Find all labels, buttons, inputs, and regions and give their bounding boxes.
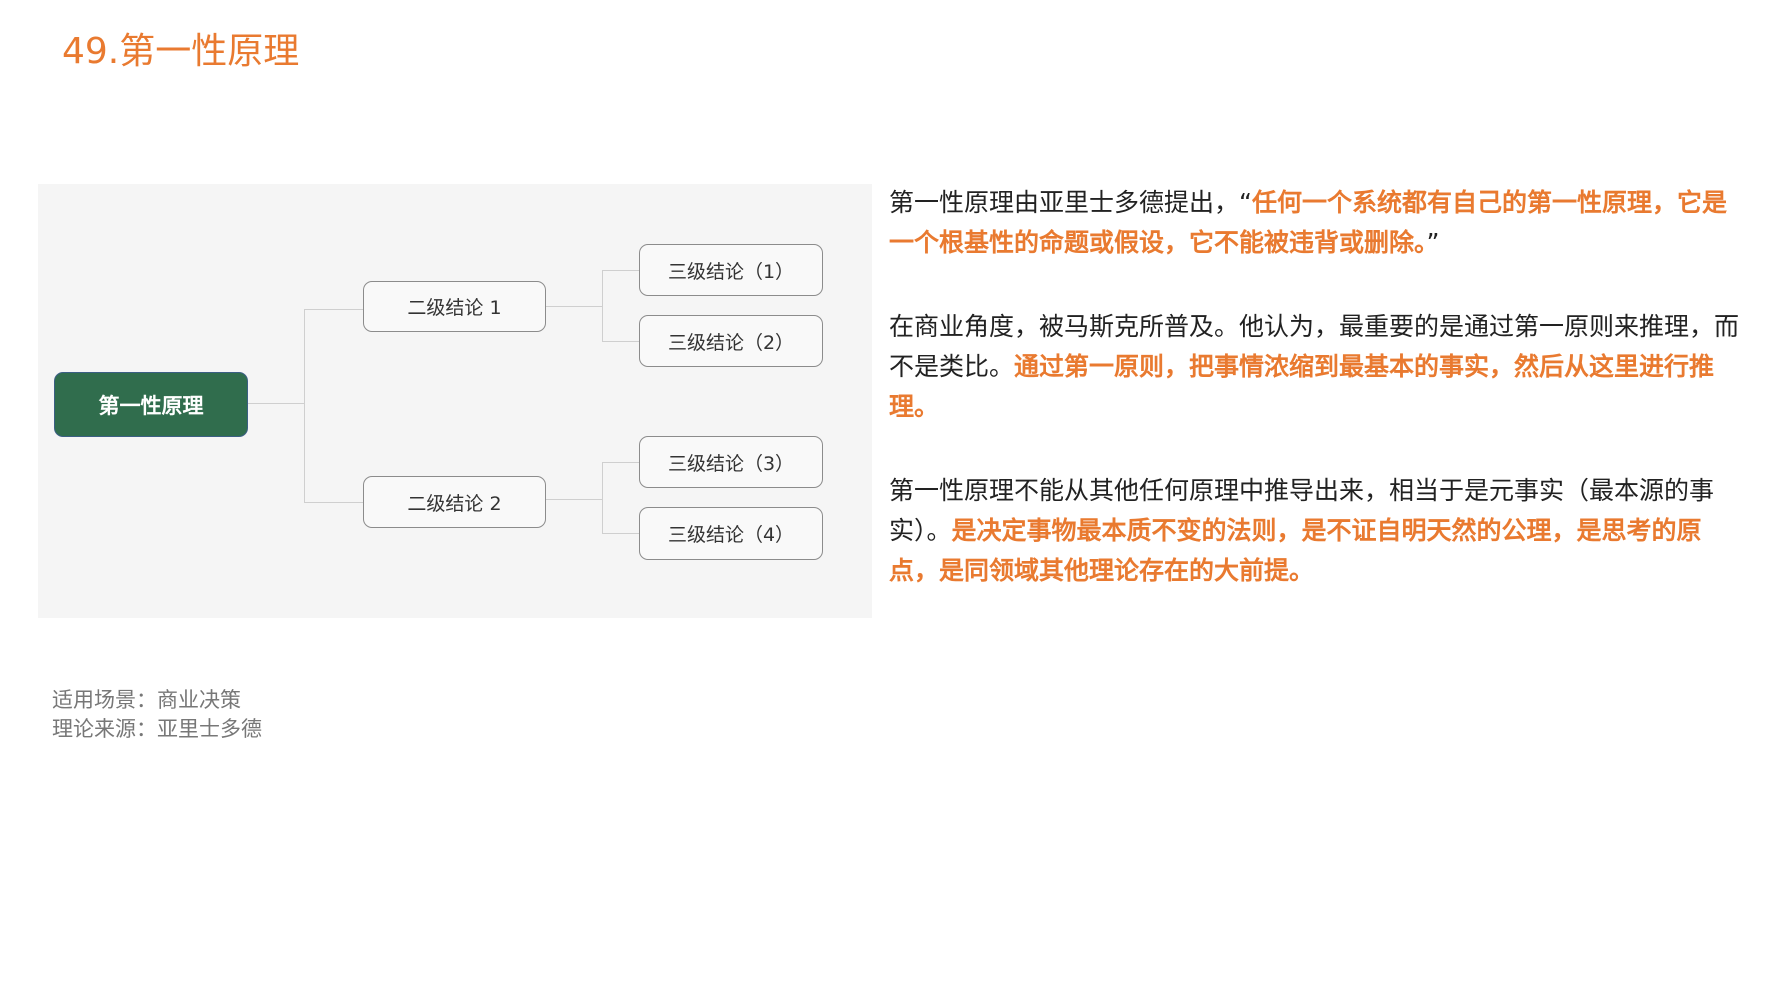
paragraph-text: 第一性原理不能从其他任何原理中推导出来，相当于是元事实（最本源的事实）。: [889, 476, 1715, 545]
description-text: 第一性原理由亚里士多德提出，“任何一个系统都有自己的第一性原理，它是一个根基性的…: [889, 183, 1749, 635]
connector-to-level2-1: [304, 309, 363, 310]
connector-level2-2-out: [546, 499, 602, 500]
level2-node-2: 二级结论 2: [363, 476, 546, 528]
level3-node-4: 三级结论（4）: [639, 507, 823, 560]
connector-root-out: [248, 403, 304, 404]
connector-to-level3-1: [602, 270, 639, 271]
paragraph-definition: 第一性原理不能从其他任何原理中推导出来，相当于是元事实（最本源的事实）。是决定事…: [889, 471, 1749, 591]
connector-to-level2-2: [304, 502, 363, 503]
level2-node-label: 二级结论 2: [407, 492, 502, 515]
level3-node-label: 三级结论（3）: [667, 452, 795, 475]
connector-level2-2-vertical: [602, 462, 603, 534]
highlighted-text: 通过第一原则，把事情浓缩到最基本的事实，然后从这里进行推理。: [889, 352, 1715, 421]
source-label: 理论来源：: [52, 717, 157, 741]
connector-level2-1-out: [546, 306, 602, 307]
level2-node-1: 二级结论 1: [363, 281, 546, 332]
level3-node-1: 三级结论（1）: [639, 244, 823, 296]
paragraph-text: 第一性原理由亚里士多德提出，“: [889, 188, 1252, 217]
source-value: 亚里士多德: [157, 717, 262, 741]
connector-to-level3-4: [602, 533, 639, 534]
highlighted-quote: 任何一个系统都有自己的第一性原理，它是一个根基性的命题或假设，它不能被违背或删除…: [889, 188, 1727, 257]
connector-to-level3-2: [602, 341, 639, 342]
level2-node-label: 二级结论 1: [407, 297, 502, 319]
page-title: 49.第一性原理: [62, 31, 300, 72]
level3-node-2: 三级结论（2）: [639, 315, 823, 367]
footer-notes: 适用场景：商业决策 理论来源：亚里士多德: [52, 686, 262, 744]
scenario-label: 适用场景：: [52, 688, 157, 712]
paragraph-origin: 第一性原理由亚里士多德提出，“任何一个系统都有自己的第一性原理，它是一个根基性的…: [889, 183, 1749, 263]
paragraph-text: ”: [1426, 228, 1440, 257]
root-node: 第一性原理: [54, 372, 248, 437]
level3-node-3: 三级结论（3）: [639, 436, 823, 488]
paragraph-business: 在商业角度，被马斯克所普及。他认为，最重要的是通过第一原则来推理，而不是类比。通…: [889, 307, 1749, 427]
connector-level2-1-vertical: [602, 270, 603, 342]
paragraph-text: 在商业角度，被马斯克所普及。他认为，最重要的是通过第一原则来推理，而不是类比。: [889, 312, 1740, 381]
root-node-label: 第一性原理: [98, 393, 204, 418]
level3-node-label: 三级结论（2）: [667, 331, 795, 354]
level3-node-label: 三级结论（4）: [667, 524, 795, 546]
connector-to-level3-3: [602, 462, 639, 463]
level3-node-label: 三级结论（1）: [667, 260, 795, 283]
footer-scenario: 适用场景：商业决策: [52, 686, 262, 715]
highlighted-text: 是决定事物最本质不变的法则，是不证自明天然的公理，是思考的原点，是同领域其他理论…: [889, 516, 1702, 585]
scenario-value: 商业决策: [157, 688, 241, 712]
connector-root-vertical: [304, 309, 305, 503]
footer-source: 理论来源：亚里士多德: [52, 715, 262, 744]
mind-map-diagram: 第一性原理 二级结论 1 二级结论 2 三级结论（1） 三级结论（2） 三级结论…: [38, 184, 872, 618]
